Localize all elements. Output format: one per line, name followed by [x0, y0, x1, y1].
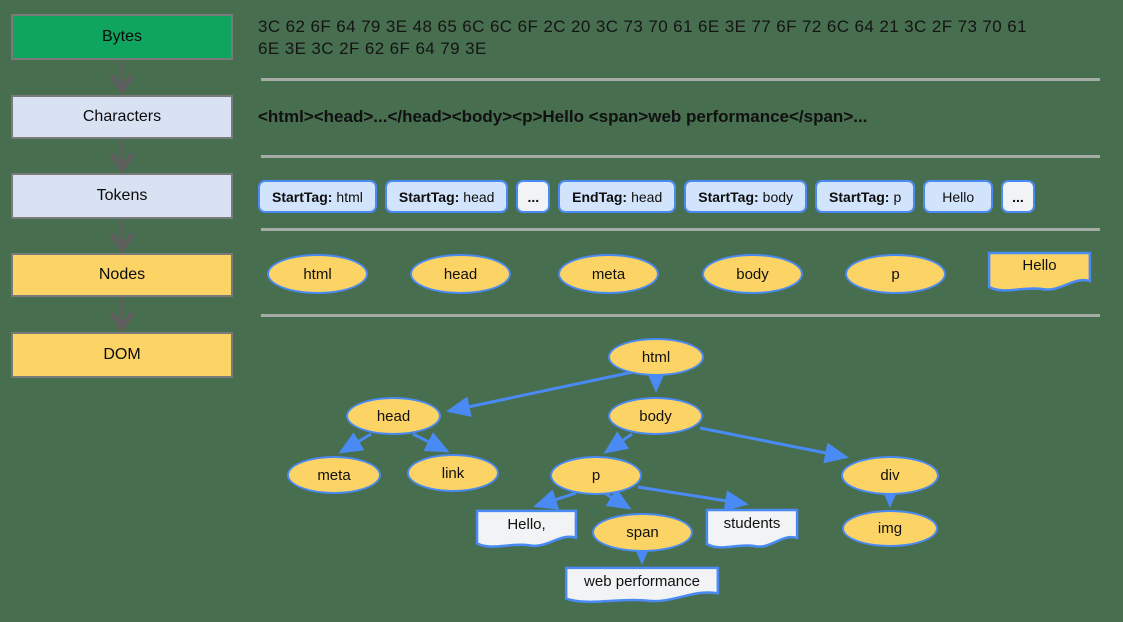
divider-nodes	[261, 314, 1100, 317]
token-type: StartTag:	[698, 188, 759, 205]
token-row: StartTag:html StartTag:head ... EndTag:h…	[258, 180, 1035, 213]
dom-node-label: span	[626, 524, 659, 541]
stage-tokens: Tokens	[11, 173, 233, 219]
dom-node-html: html	[608, 338, 704, 376]
node-p: p	[845, 254, 946, 294]
dom-node-label: meta	[317, 466, 351, 484]
divider-tokens	[261, 228, 1100, 231]
dom-node-img: img	[842, 510, 938, 547]
node-label: Hello	[1022, 257, 1057, 274]
token-value: head	[463, 188, 495, 205]
node-meta: meta	[558, 254, 659, 294]
dom-node-head: head	[346, 397, 441, 435]
edge-body-div	[699, 426, 849, 464]
token-type: StartTag:	[398, 188, 460, 205]
dom-textnode-students: students	[705, 508, 799, 552]
bytes-hex-line1: 3C 62 6F 64 79 3E 48 65 6C 6C 6F 2C 20 3…	[258, 17, 1027, 36]
token-starttag-html: StartTag:html	[258, 180, 377, 213]
token-value: Hello	[942, 188, 975, 205]
dom-textnode-web-performance: web performance	[563, 566, 721, 606]
node-label: p	[891, 265, 900, 283]
stage-bytes: Bytes	[11, 14, 233, 60]
dom-node-label: Hello,	[507, 516, 546, 533]
dom-node-label: p	[591, 467, 601, 484]
dom-node-meta: meta	[287, 456, 381, 494]
node-label: meta	[591, 265, 626, 283]
stage-tokens-label: Tokens	[96, 187, 148, 204]
token-ellipsis-2: ...	[1001, 180, 1035, 213]
edge-body-p	[603, 431, 633, 454]
stage-characters: Characters	[11, 95, 233, 139]
token-type: StartTag:	[829, 188, 890, 205]
token-value: body	[762, 188, 794, 205]
dom-node-label: head	[376, 407, 411, 425]
edge-p-span	[605, 488, 632, 510]
edge-p-students	[637, 485, 749, 512]
token-ellipsis-1: ...	[516, 180, 551, 213]
edge-head-link	[412, 432, 450, 453]
token-starttag-p: StartTag:p	[815, 180, 916, 213]
token-value: ...	[527, 188, 540, 205]
dom-node-label: body	[639, 407, 672, 425]
token-type: StartTag:	[272, 188, 333, 205]
dom-node-label: link	[441, 464, 465, 482]
dom-node-link: link	[407, 454, 499, 492]
edge-html-head	[446, 370, 634, 417]
dom-node-label: html	[641, 348, 671, 366]
token-starttag-head: StartTag:head	[384, 180, 509, 213]
node-label: html	[303, 265, 332, 283]
token-value: ...	[1012, 188, 1024, 205]
stage-dom-label: DOM	[103, 346, 141, 363]
stage-characters-label: Characters	[82, 108, 162, 125]
token-value: p	[893, 188, 902, 205]
token-hello: Hello	[923, 180, 994, 213]
token-value: html	[336, 188, 363, 205]
dom-node-p: p	[550, 456, 642, 495]
node-hello-document: Hello	[987, 251, 1092, 295]
edge-head-meta	[338, 432, 372, 454]
node-label: head	[443, 265, 478, 283]
divider-bytes	[261, 78, 1100, 81]
stage-nodes-label: Nodes	[98, 266, 146, 283]
dom-node-label: web performance	[584, 573, 700, 590]
dom-node-span: span	[592, 513, 693, 552]
token-endtag-head: EndTag:head	[558, 180, 677, 213]
dom-node-div: div	[841, 456, 939, 495]
bytes-hex-line2: 6E 3E 3C 2F 62 6F 64 79 3E	[258, 39, 487, 58]
node-head: head	[410, 254, 511, 294]
token-starttag-body: StartTag:body	[684, 180, 808, 213]
divider-characters	[261, 155, 1100, 158]
stage-nodes: Nodes	[11, 253, 233, 297]
token-value: head	[631, 188, 663, 205]
characters-text: <html><head>...</head><body><p>Hello <sp…	[258, 107, 868, 126]
dom-textnode-hello: Hello,	[475, 509, 578, 551]
token-type: EndTag:	[572, 188, 628, 205]
node-body: body	[702, 254, 803, 294]
dom-node-label: div	[880, 467, 900, 484]
edge-p-hello	[533, 489, 577, 510]
stage-dom: DOM	[11, 332, 233, 378]
stage-bytes-label: Bytes	[101, 28, 142, 45]
dom-node-label: students	[723, 515, 781, 532]
dom-node-body: body	[608, 397, 703, 435]
node-html: html	[267, 254, 368, 294]
node-label: body	[736, 265, 769, 283]
dom-node-label: img	[877, 520, 903, 537]
